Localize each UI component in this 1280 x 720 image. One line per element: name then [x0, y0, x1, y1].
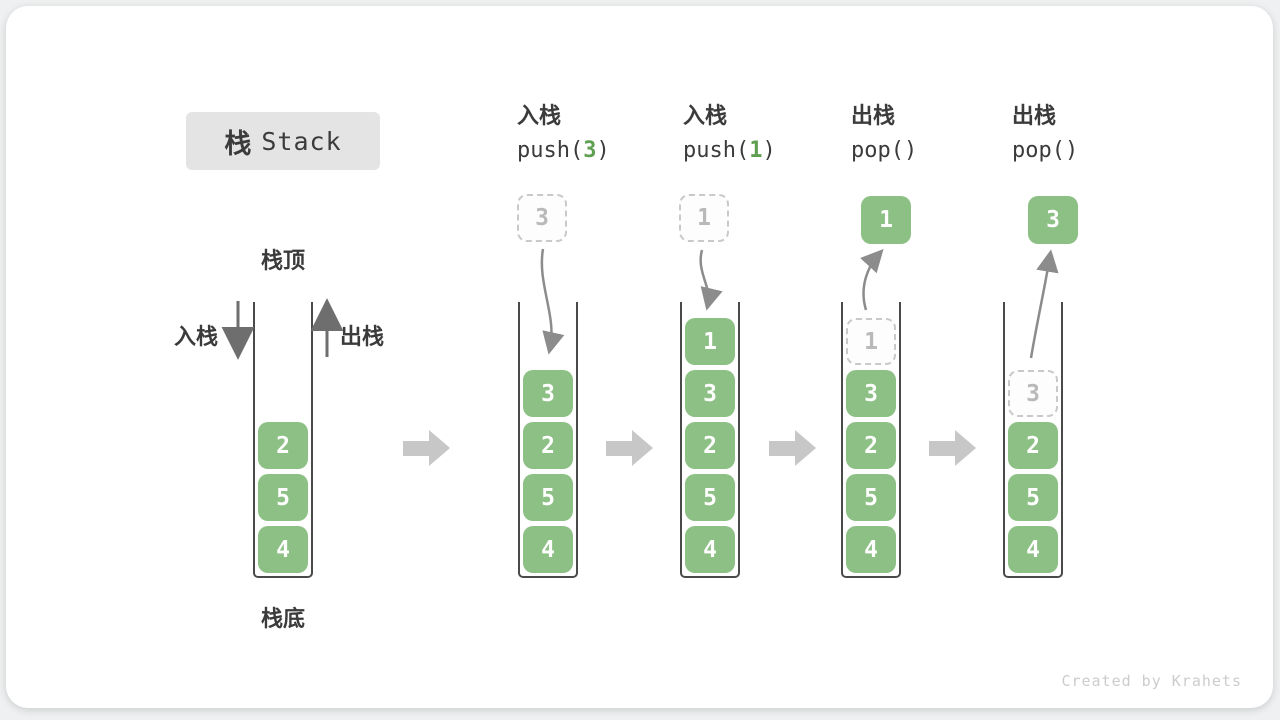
code-arg: 3: [583, 138, 597, 163]
stack-state-5: 3 2 5 4: [1003, 302, 1063, 578]
credit-text: Created by Krahets: [1061, 672, 1242, 690]
incoming-value: 3: [535, 205, 549, 231]
stack-item: 5: [1008, 474, 1058, 521]
placeholder-item: 3: [1008, 370, 1058, 417]
incoming-value: 1: [697, 205, 711, 231]
stack-state-1: 2 5 4: [253, 302, 313, 578]
stack-item: 4: [523, 526, 573, 573]
placeholder-item: 1: [846, 318, 896, 365]
code-text: ): [1064, 138, 1079, 163]
stack-item: 5: [685, 474, 735, 521]
stack-item: 2: [1008, 422, 1058, 469]
code-text: pop(: [851, 138, 904, 163]
code-text: pop(: [1012, 138, 1065, 163]
pop-direction-label: 出栈: [340, 324, 385, 349]
op-code: pop(): [851, 140, 1021, 162]
stack-item: 2: [258, 422, 308, 469]
popped-value-box: 3: [1028, 196, 1078, 244]
stack-item: 4: [258, 526, 308, 573]
op-label-pop-1: 出栈 pop(): [851, 105, 1021, 162]
stack-item: 2: [685, 422, 735, 469]
op-code: push(3): [517, 140, 687, 162]
popped-value: 3: [1046, 207, 1060, 233]
stack-state-4: 1 3 2 5 4: [841, 302, 901, 578]
op-name: 出栈: [851, 103, 896, 128]
title-en: Stack: [261, 126, 342, 156]
popped-value-box: 1: [861, 196, 911, 244]
op-name: 入栈: [517, 103, 562, 128]
stack-state-3: 1 3 2 5 4: [680, 302, 740, 578]
op-code: push(1): [683, 140, 853, 162]
stack-item: 5: [846, 474, 896, 521]
title-box: 栈 Stack: [186, 112, 380, 170]
incoming-value-box: 1: [679, 194, 729, 242]
stack-item: 2: [846, 422, 896, 469]
op-label-push-1: 入栈 push(1): [683, 105, 853, 162]
code-text: ): [762, 138, 776, 163]
stack-item: 2: [523, 422, 573, 469]
code-arg: 1: [749, 138, 763, 163]
code-text: ): [596, 138, 610, 163]
push-direction-label: 入栈: [174, 324, 219, 349]
stack-item: 1: [685, 318, 735, 365]
stack-item: 4: [846, 526, 896, 573]
stack-item: 5: [258, 474, 308, 521]
op-label-push-3: 入栈 push(3): [517, 105, 687, 162]
stack-item: 5: [523, 474, 573, 521]
stack-state-2: 3 2 5 4: [518, 302, 578, 578]
code-text: push(: [683, 138, 750, 163]
stack-item: 3: [685, 370, 735, 417]
code-text: ): [903, 138, 918, 163]
op-code: pop(): [1012, 140, 1182, 162]
title-zh: 栈: [224, 128, 252, 159]
stack-item: 3: [523, 370, 573, 417]
stack-bottom-label: 栈底: [260, 606, 305, 631]
op-label-pop-3: 出栈 pop(): [1012, 105, 1182, 162]
stack-item: 4: [1008, 526, 1058, 573]
code-text: push(: [517, 138, 584, 163]
popped-value: 1: [879, 207, 893, 233]
incoming-value-box: 3: [517, 194, 567, 242]
stack-item: 3: [846, 370, 896, 417]
op-name: 出栈: [1012, 103, 1057, 128]
stack-item: 4: [685, 526, 735, 573]
op-name: 入栈: [683, 103, 728, 128]
stack-top-label: 栈顶: [260, 248, 305, 273]
